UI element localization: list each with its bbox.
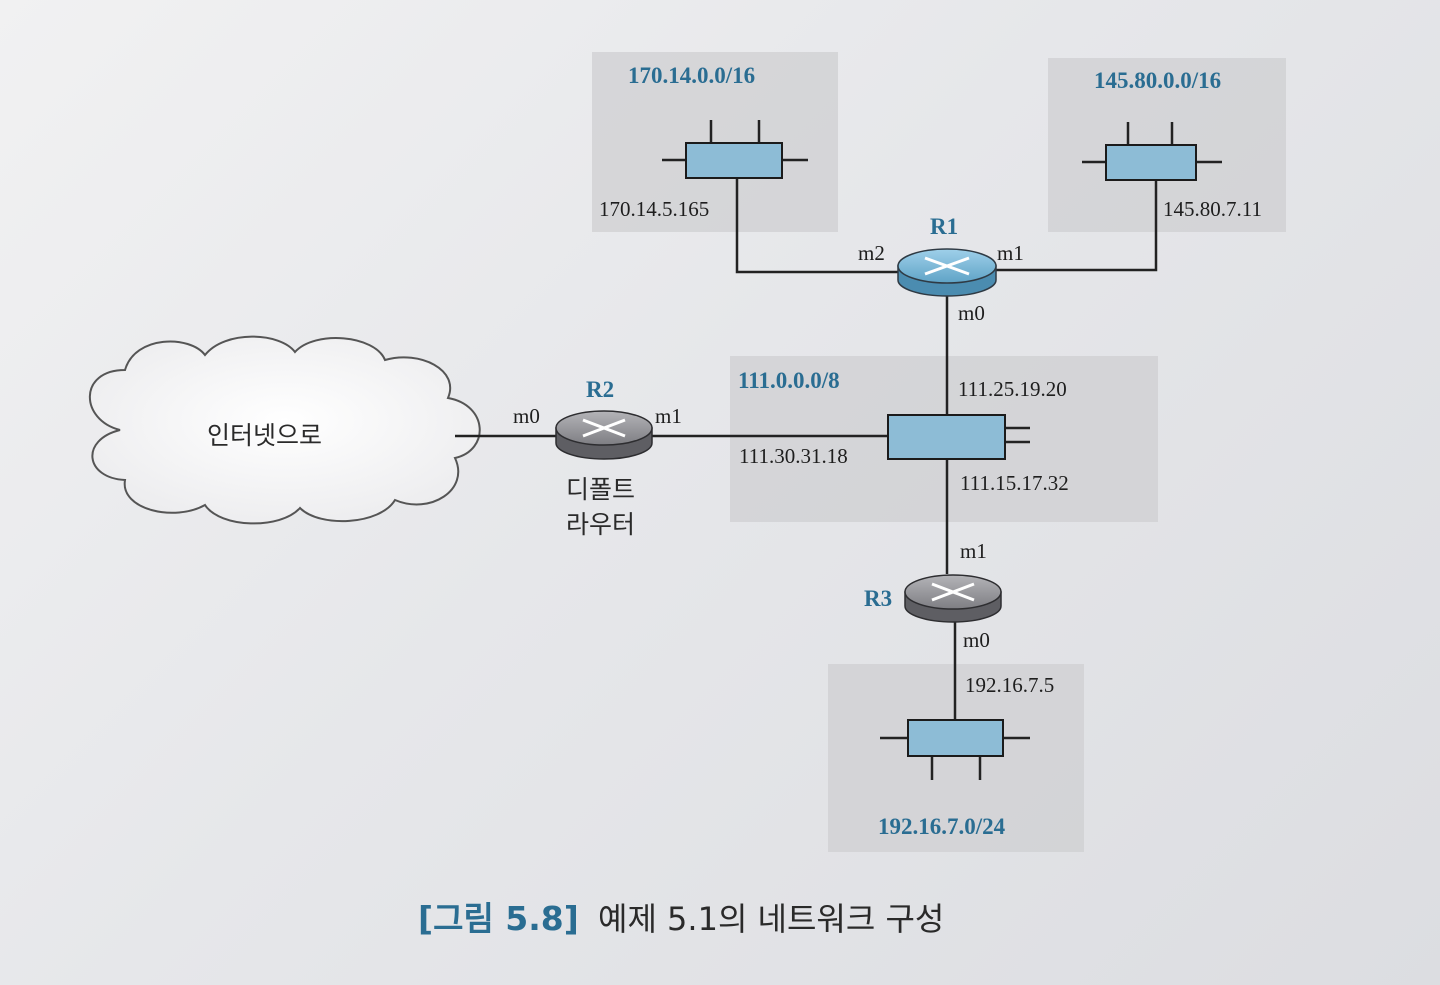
cloud-label: 인터넷으로: [207, 421, 322, 450]
r3-if-m0: m0: [963, 628, 990, 652]
net-prefix-192: 192.16.7.0/24: [878, 814, 1006, 839]
addr-170: 170.14.5.165: [599, 197, 709, 221]
addr-145: 145.80.7.11: [1163, 197, 1262, 221]
switch-170: [662, 120, 808, 179]
r3-if-m1: m1: [960, 539, 987, 563]
router-r1-icon: [897, 248, 997, 297]
switch-145: [1082, 122, 1222, 181]
switch-111: [887, 414, 1030, 460]
figure-caption-text: 예제 5.1의 네트워크 구성: [598, 900, 944, 938]
router-r3-name: R3: [864, 586, 892, 611]
router-r3-icon: [904, 574, 1002, 623]
default-router-caption-line1: 디폴트: [566, 475, 635, 504]
default-router-caption-line2: 라우터: [566, 510, 635, 539]
r1-if-m0: m0: [958, 301, 985, 325]
addr-111-r3: 111.15.17.32: [960, 471, 1069, 495]
router-r2-icon: [555, 410, 653, 460]
link-n2-r1: [994, 180, 1158, 272]
figure-number: [그림 5.8]: [418, 899, 579, 938]
r2-if-m1: m1: [655, 404, 682, 428]
addr-192: 192.16.7.5: [965, 673, 1054, 697]
link-n1-r1: [735, 178, 900, 274]
switch-192: [880, 719, 1030, 780]
r1-if-m1: m1: [997, 241, 1024, 265]
router-r2-name: R2: [586, 377, 614, 402]
r1-if-m2: m2: [858, 241, 885, 265]
net-prefix-170: 170.14.0.0/16: [628, 63, 755, 88]
net-prefix-145: 145.80.0.0/16: [1094, 68, 1221, 93]
r2-if-m0: m0: [513, 404, 540, 428]
addr-111-r2: 111.30.31.18: [739, 444, 848, 468]
net-prefix-111: 111.0.0.0/8: [738, 368, 840, 393]
router-r1-name: R1: [930, 214, 958, 239]
addr-111-r1: 111.25.19.20: [958, 377, 1067, 401]
internet-cloud: [88, 335, 481, 525]
